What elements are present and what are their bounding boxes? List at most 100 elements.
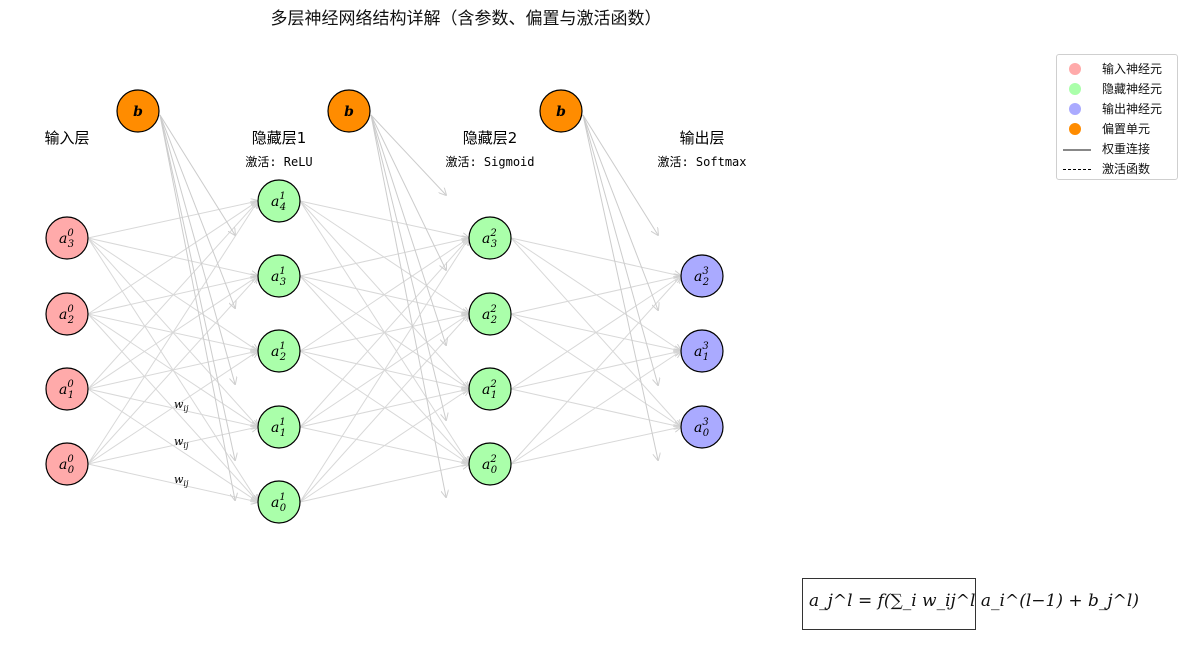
activation-label: 激活: Softmax — [657, 155, 746, 169]
weight-connection — [87, 463, 258, 502]
hidden-neuron — [468, 442, 512, 486]
layer-title: 输出层 — [679, 129, 724, 147]
hidden-neuron — [468, 367, 512, 411]
bias-label: b — [344, 104, 354, 120]
weight-label: wij — [174, 398, 189, 413]
bias-connection — [370, 114, 446, 270]
bias-connection — [159, 114, 235, 500]
legend: 输入神经元 隐藏神经元 输出神经元 偏置单元 权重连接 激活函数 — [1056, 54, 1178, 180]
formula-text: a_j^l = f(∑_i w_ij^l a_i^(l−1) + b_j^l) — [809, 591, 1139, 611]
bias-connection — [159, 114, 235, 235]
bias-connection — [582, 114, 658, 310]
weight-connection — [299, 200, 469, 238]
hidden-neuron — [468, 292, 512, 336]
legend-item-weight: 权重连接 — [1057, 140, 1177, 158]
hidden-neuron — [257, 405, 301, 449]
activation-line-swatch — [1063, 169, 1091, 170]
bias-connection — [582, 114, 658, 385]
bias-connection — [370, 114, 446, 345]
input-neuron — [45, 292, 89, 336]
bias-connection — [370, 114, 446, 195]
weight-connection — [299, 238, 469, 352]
weight-connection — [299, 389, 469, 503]
bias-connection — [159, 114, 235, 384]
bias-connection — [159, 114, 235, 460]
weight-connection — [299, 238, 469, 277]
weight-label: wij — [174, 473, 189, 488]
bias-unit-swatch — [1069, 123, 1081, 135]
input-neuron — [45, 367, 89, 411]
weight-connection — [87, 276, 258, 465]
weight-connection — [510, 237, 681, 276]
weight-line-swatch — [1063, 149, 1091, 151]
legend-label: 输出神经元 — [1102, 102, 1163, 116]
hidden-neuron — [468, 216, 512, 260]
bias-unit — [539, 89, 583, 133]
input-neuron — [45, 442, 89, 486]
output-neuron — [680, 329, 724, 373]
input-neuron — [45, 216, 89, 260]
weight-connection — [510, 276, 681, 315]
input-neuron-swatch — [1069, 63, 1081, 75]
legend-item-input: 输入神经元 — [1057, 60, 1177, 78]
legend-item-hidden: 隐藏神经元 — [1057, 80, 1177, 98]
weight-connection — [87, 351, 258, 465]
output-neuron — [680, 254, 724, 298]
diagram-title: 多层神经网络结构详解（含参数、偏置与激活函数） — [270, 9, 662, 29]
formula-box: a_j^l = f(∑_i w_ij^l a_i^(l−1) + b_j^l) — [802, 578, 1139, 630]
hidden-neuron — [257, 480, 301, 524]
legend-label: 激活函数 — [1102, 162, 1151, 176]
legend-label: 权重连接 — [1102, 142, 1151, 156]
weight-connection — [510, 351, 681, 465]
weight-connection — [87, 201, 258, 390]
weight-connection — [510, 427, 681, 465]
weight-connection — [299, 238, 469, 503]
bias-connection — [582, 114, 658, 460]
hidden-neuron — [257, 179, 301, 223]
weight-connection — [299, 238, 469, 428]
legend-item-output: 输出神经元 — [1057, 100, 1177, 118]
weight-connection — [87, 201, 258, 465]
legend-label: 偏置单元 — [1102, 122, 1151, 136]
bias-connection — [159, 114, 235, 308]
legend-label: 隐藏神经元 — [1102, 82, 1163, 96]
activation-label: 激活: Sigmoid — [445, 155, 534, 169]
weight-connection — [87, 201, 258, 315]
activation-label: 激活: ReLU — [245, 155, 312, 169]
bias-connection — [370, 114, 446, 497]
layer-title: 隐藏层1 — [252, 129, 307, 147]
output-neuron — [680, 405, 724, 449]
output-neuron-swatch — [1069, 103, 1081, 115]
bias-unit — [327, 89, 371, 133]
legend-label: 输入神经元 — [1102, 62, 1163, 76]
weight-label: wij — [174, 435, 189, 450]
weight-connection — [87, 201, 258, 239]
bias-label: b — [556, 104, 566, 120]
legend-item-bias: 偏置单元 — [1057, 120, 1177, 138]
bias-connection — [370, 114, 446, 420]
bias-connection — [582, 114, 658, 235]
bias-unit — [116, 89, 160, 133]
weight-connection — [87, 427, 258, 465]
bias-label: b — [133, 104, 143, 120]
layer-title: 隐藏层2 — [463, 129, 518, 147]
weight-connection — [510, 276, 681, 390]
weight-connection — [299, 314, 469, 503]
